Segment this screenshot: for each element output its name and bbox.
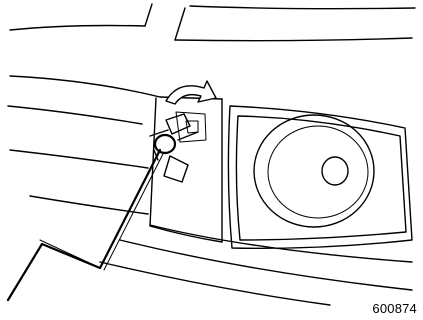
wheel-wrench bbox=[8, 150, 164, 300]
fog-lamp bbox=[228, 106, 412, 248]
upper-body-lines bbox=[10, 4, 415, 41]
rotation-arrow-icon bbox=[166, 81, 216, 104]
figure-number: 600874 bbox=[372, 301, 417, 316]
bumper-outline bbox=[8, 76, 412, 305]
tow-hook bbox=[150, 114, 198, 182]
